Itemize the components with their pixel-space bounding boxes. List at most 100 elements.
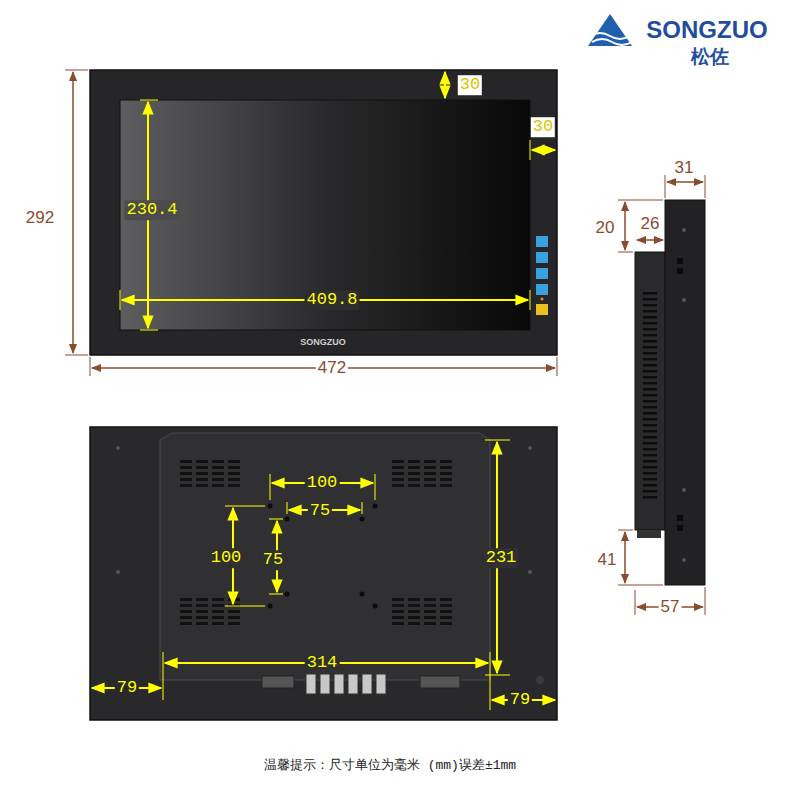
drawing-part (635, 590, 636, 615)
drawing-part (536, 284, 548, 295)
vent-slot (392, 466, 404, 469)
side-dimensions (618, 175, 705, 615)
vent-slot (212, 610, 224, 613)
dimension-value: 79 (508, 690, 532, 710)
vent-slot (196, 598, 208, 601)
vent-slot (424, 484, 436, 487)
vent-slot (196, 484, 208, 487)
drawing-part (682, 558, 686, 562)
dimension-value: 292 (24, 208, 56, 228)
drawing-part (528, 446, 532, 450)
drawing-part (72, 72, 74, 353)
vent-slot (440, 472, 452, 475)
vent-slot (643, 472, 657, 475)
vent-slot (643, 466, 657, 469)
vent-slot (643, 478, 657, 481)
vent-slot (643, 490, 657, 493)
vent-slot (212, 460, 224, 463)
brand-logo-cn: 松佐 (689, 46, 731, 68)
drawing-part (285, 517, 290, 522)
vent-slot (643, 352, 657, 355)
logo-icon (588, 14, 632, 46)
vent-slot (196, 460, 208, 463)
vent-slot (643, 430, 657, 433)
vent-slot (440, 478, 452, 481)
drawing-part (682, 228, 686, 232)
drawing-part (677, 268, 683, 274)
vent-slot (643, 358, 657, 361)
vent-slot (408, 478, 420, 481)
vent-slot (392, 610, 404, 613)
vent-slot (643, 436, 657, 439)
unit-note: 温馨提示：尺寸单位为毫米 (mm)误差±1mm (262, 759, 518, 774)
back-dimensions (92, 440, 555, 710)
vent-slot (643, 364, 657, 367)
vent-slot (180, 478, 192, 481)
vent-slot (228, 472, 240, 475)
vent-slot (392, 484, 404, 487)
dimension-value: 79 (115, 678, 139, 698)
vent-slot (424, 460, 436, 463)
vent-slot (424, 610, 436, 613)
drawing-part (536, 268, 548, 279)
brand-logo: SONGZUO (644, 16, 769, 44)
vent-slot (180, 484, 192, 487)
vent-slot (643, 292, 657, 295)
vent-slot (408, 610, 420, 613)
vent-slot (643, 394, 657, 397)
vent-slot (643, 310, 657, 313)
drawing-part (637, 530, 661, 538)
vent-slot (440, 610, 452, 613)
vent-slot (392, 460, 404, 463)
vent-slot (643, 406, 657, 409)
drawing-part (682, 488, 686, 492)
drawing-part (160, 433, 490, 680)
vent-slot (408, 616, 420, 619)
vent-slot (212, 466, 224, 469)
side-vents (643, 292, 657, 499)
vent-slot (180, 616, 192, 619)
vent-slot (440, 466, 452, 469)
vent-slot (643, 424, 657, 427)
drawing-part (287, 502, 288, 514)
back-view (90, 427, 557, 720)
dimension-value: 230.4 (124, 200, 179, 220)
vent-slot (408, 460, 420, 463)
drawing-part (269, 594, 283, 595)
dimension-value: 314 (305, 653, 340, 673)
vent-slot (643, 388, 657, 391)
drawing-part (373, 504, 378, 509)
vent-slot (424, 466, 436, 469)
drawing-part (635, 252, 665, 530)
vent-slot (180, 622, 192, 625)
drawing-part (360, 517, 365, 522)
drawing-part (667, 181, 703, 183)
vent-slot (424, 616, 436, 619)
back-vents (180, 460, 452, 625)
drawing-part (225, 606, 265, 607)
vent-slot (643, 340, 657, 343)
drawing-part (530, 290, 531, 310)
vent-slot (643, 382, 657, 385)
drawing-part (528, 570, 532, 574)
vent-slot (440, 616, 452, 619)
drawing-part (262, 676, 294, 688)
vent-slot (408, 466, 420, 469)
vent-slot (643, 370, 657, 373)
dimension-value: 30 (458, 75, 482, 95)
vent-slot (643, 328, 657, 331)
drawing-part (536, 676, 544, 684)
drawing-part (541, 298, 544, 301)
dimension-value: 26 (639, 214, 662, 234)
drawing-part (373, 604, 378, 609)
drawing-part (116, 570, 120, 574)
vent-slot (228, 484, 240, 487)
vent-slot (408, 484, 420, 487)
dimension-value: 75 (261, 550, 285, 570)
dimension-value: 100 (209, 548, 244, 568)
drawing-part (532, 149, 555, 151)
drawing-part (490, 652, 491, 710)
drawing-part (677, 515, 683, 521)
drawing-part (90, 70, 557, 355)
vent-slot (424, 598, 436, 601)
